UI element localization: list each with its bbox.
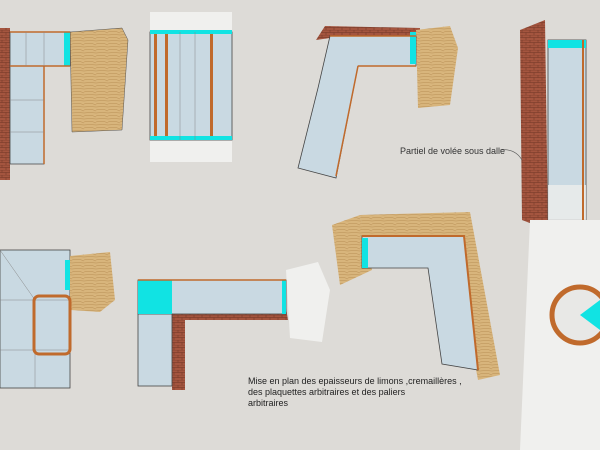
plan-straight-stair: [149, 12, 233, 162]
plan-angled-stair: [297, 26, 458, 179]
plan-l-stair-thick-stringer: [332, 212, 500, 380]
caption-line-2: des plaquettes arbitraires et des palier…: [248, 387, 406, 397]
plan-partial-flight-under-slab: [499, 20, 600, 450]
partial-flight-label: Partiel de volée sous dalle: [400, 146, 506, 156]
plan-l-stair-with-landing: [137, 262, 330, 390]
caption-line-3: arbitraires: [248, 398, 289, 408]
plan-winder-stair: [0, 249, 115, 389]
plan-l-shaped-stair-1: [0, 27, 129, 180]
main-caption: Mise en plan des epaisseurs de limons ,c…: [248, 376, 468, 409]
caption-line-1: Mise en plan des epaisseurs de limons ,c…: [248, 376, 462, 386]
